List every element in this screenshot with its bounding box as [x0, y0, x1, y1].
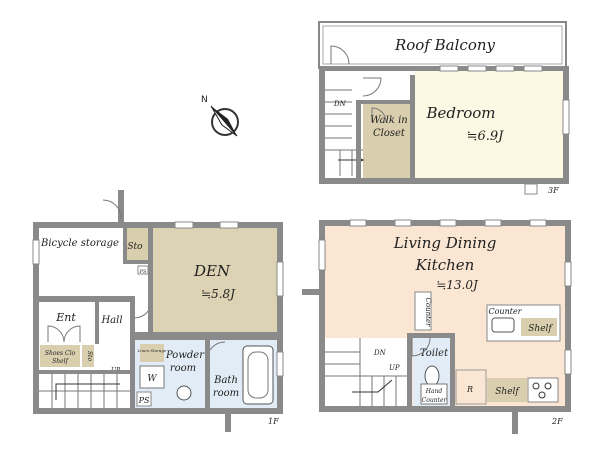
ldk-label-2: Kitchen	[415, 256, 475, 274]
powder-label-2: room	[170, 363, 196, 374]
floor-2f-label: 2F	[551, 417, 563, 426]
shelf-bottom-label: Shelf	[495, 387, 520, 397]
compass-north-label: N	[201, 95, 208, 105]
counter-vertical-label: Counter	[424, 298, 432, 328]
r-label: R	[466, 385, 473, 394]
counter-top-label: Counter	[488, 307, 522, 316]
shoes-closet	[40, 345, 80, 367]
powder-label-1: Powder	[165, 350, 205, 361]
ldk-area: ≒13.0J	[436, 278, 479, 292]
closet-door-icon	[371, 107, 387, 123]
wash-basin-icon	[176, 385, 192, 401]
bicycle-storage	[39, 228, 123, 296]
toilet-door-icon	[411, 337, 431, 357]
closet-label-2: Closet	[373, 128, 406, 139]
closet-label-1: Walk in	[370, 115, 407, 126]
ldk-label-1: Living Dining	[393, 234, 497, 252]
roof-balcony-label: Roof Balcony	[394, 36, 496, 54]
linen-storage	[140, 344, 164, 362]
bicycle-door-icon	[102, 199, 122, 219]
ent-label: Ent	[55, 311, 76, 324]
floor-1f-label: 1F	[268, 417, 279, 426]
bedroom	[415, 70, 565, 178]
den-area: ≒5.8J	[201, 287, 236, 301]
bath-label-1: Bath	[213, 375, 238, 386]
shelf-right	[521, 318, 557, 336]
toilet-label: Toilet	[420, 348, 449, 359]
stair-2f-dn: DN	[373, 349, 387, 357]
den	[153, 228, 277, 332]
stair-2f-up: UP	[389, 364, 400, 372]
counter-vertical	[414, 291, 432, 331]
sto-vertical	[82, 345, 94, 367]
floor-3f: Roof Balcony DN	[318, 21, 570, 195]
toilet-bowl-icon	[424, 365, 440, 387]
ps-label: PS	[138, 396, 150, 405]
ps-small-label: PS	[139, 269, 147, 275]
toilet-counter-b: Counter	[422, 397, 448, 404]
washer-space	[139, 365, 165, 389]
bath-label-2: room	[213, 388, 239, 399]
shoes-label-2: Shelf	[52, 358, 69, 365]
hall-label: Hall	[100, 315, 122, 326]
sto-vertical-label: Sto	[86, 351, 93, 362]
balcony-door-icon	[330, 45, 350, 65]
floor-1f: Bicycle storage Sto PS DEN ≒5.8J Ent Sho…	[32, 190, 284, 432]
floor-3f-label: 3F	[548, 186, 559, 195]
floor-2f: DN UP Toilet Hand Counter Counter Counte…	[302, 219, 572, 434]
den-label: DEN	[193, 262, 231, 280]
shelf-right-label: Shelf	[528, 324, 553, 334]
bedroom-area: ≒6.9J	[467, 129, 505, 144]
stair-2f-arrow-icon	[352, 379, 393, 393]
washer-label: W	[147, 374, 157, 384]
shelf-bottom	[487, 378, 527, 402]
sto-label: Sto	[127, 242, 143, 252]
bicycle-storage-label: Bicycle storage	[40, 238, 119, 249]
bedroom-label: Bedroom	[426, 104, 496, 122]
storage-1f	[123, 228, 148, 262]
fridge-space	[455, 369, 487, 405]
bedroom-door-icon	[362, 77, 382, 97]
compass: N	[201, 95, 239, 137]
toilet-counter-a: Hand	[425, 388, 443, 395]
stair-1f-arrow-icon	[55, 383, 120, 400]
entrance-door-icon	[63, 325, 81, 343]
toilet-counter	[420, 383, 448, 405]
stove	[527, 377, 559, 403]
stair-3f-label: DN	[333, 100, 347, 108]
bathtub-icon	[242, 345, 274, 405]
hall	[95, 302, 130, 374]
sink-icon	[491, 317, 515, 333]
linen-storage-label: Linen Storage	[137, 348, 167, 353]
shoes-label-1: Shoes Clo	[45, 350, 76, 357]
stair-2f	[325, 338, 407, 406]
